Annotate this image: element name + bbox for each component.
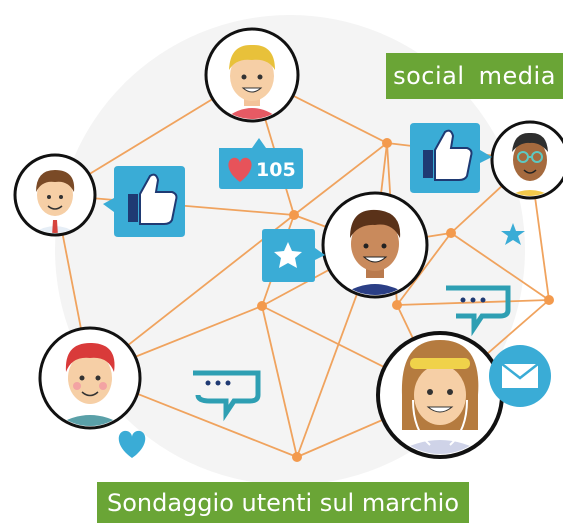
like-count: 105 xyxy=(256,159,296,181)
thumbs-up-bubble-left xyxy=(103,166,185,237)
thumbs-up-icon xyxy=(423,129,473,181)
avatar-top-center xyxy=(204,27,300,123)
brand-survey-label: Sondaggio utenti sul marchio xyxy=(97,482,469,523)
avatar-right xyxy=(490,120,563,200)
envelope-badge xyxy=(489,345,551,407)
heart-icon xyxy=(228,157,252,182)
star-icon xyxy=(274,242,302,268)
social-media-label: social media xyxy=(386,53,563,99)
thumbs-up-bubble-right xyxy=(410,123,492,193)
avatar-center xyxy=(321,191,429,299)
avatar-bottom-right xyxy=(376,331,504,459)
thumbs-up-icon xyxy=(128,173,178,225)
chat-bubble-icon xyxy=(193,370,261,422)
avatar-bottom-left xyxy=(38,326,142,430)
envelope-icon xyxy=(501,363,539,388)
heart-icon xyxy=(118,430,146,458)
network-nodes xyxy=(257,138,554,462)
star-bubble xyxy=(262,229,325,282)
chat-bubble-icon xyxy=(446,285,511,337)
avatar-left xyxy=(13,153,97,237)
like-counter-badge: 105 xyxy=(219,138,303,189)
star-icon xyxy=(501,223,525,245)
